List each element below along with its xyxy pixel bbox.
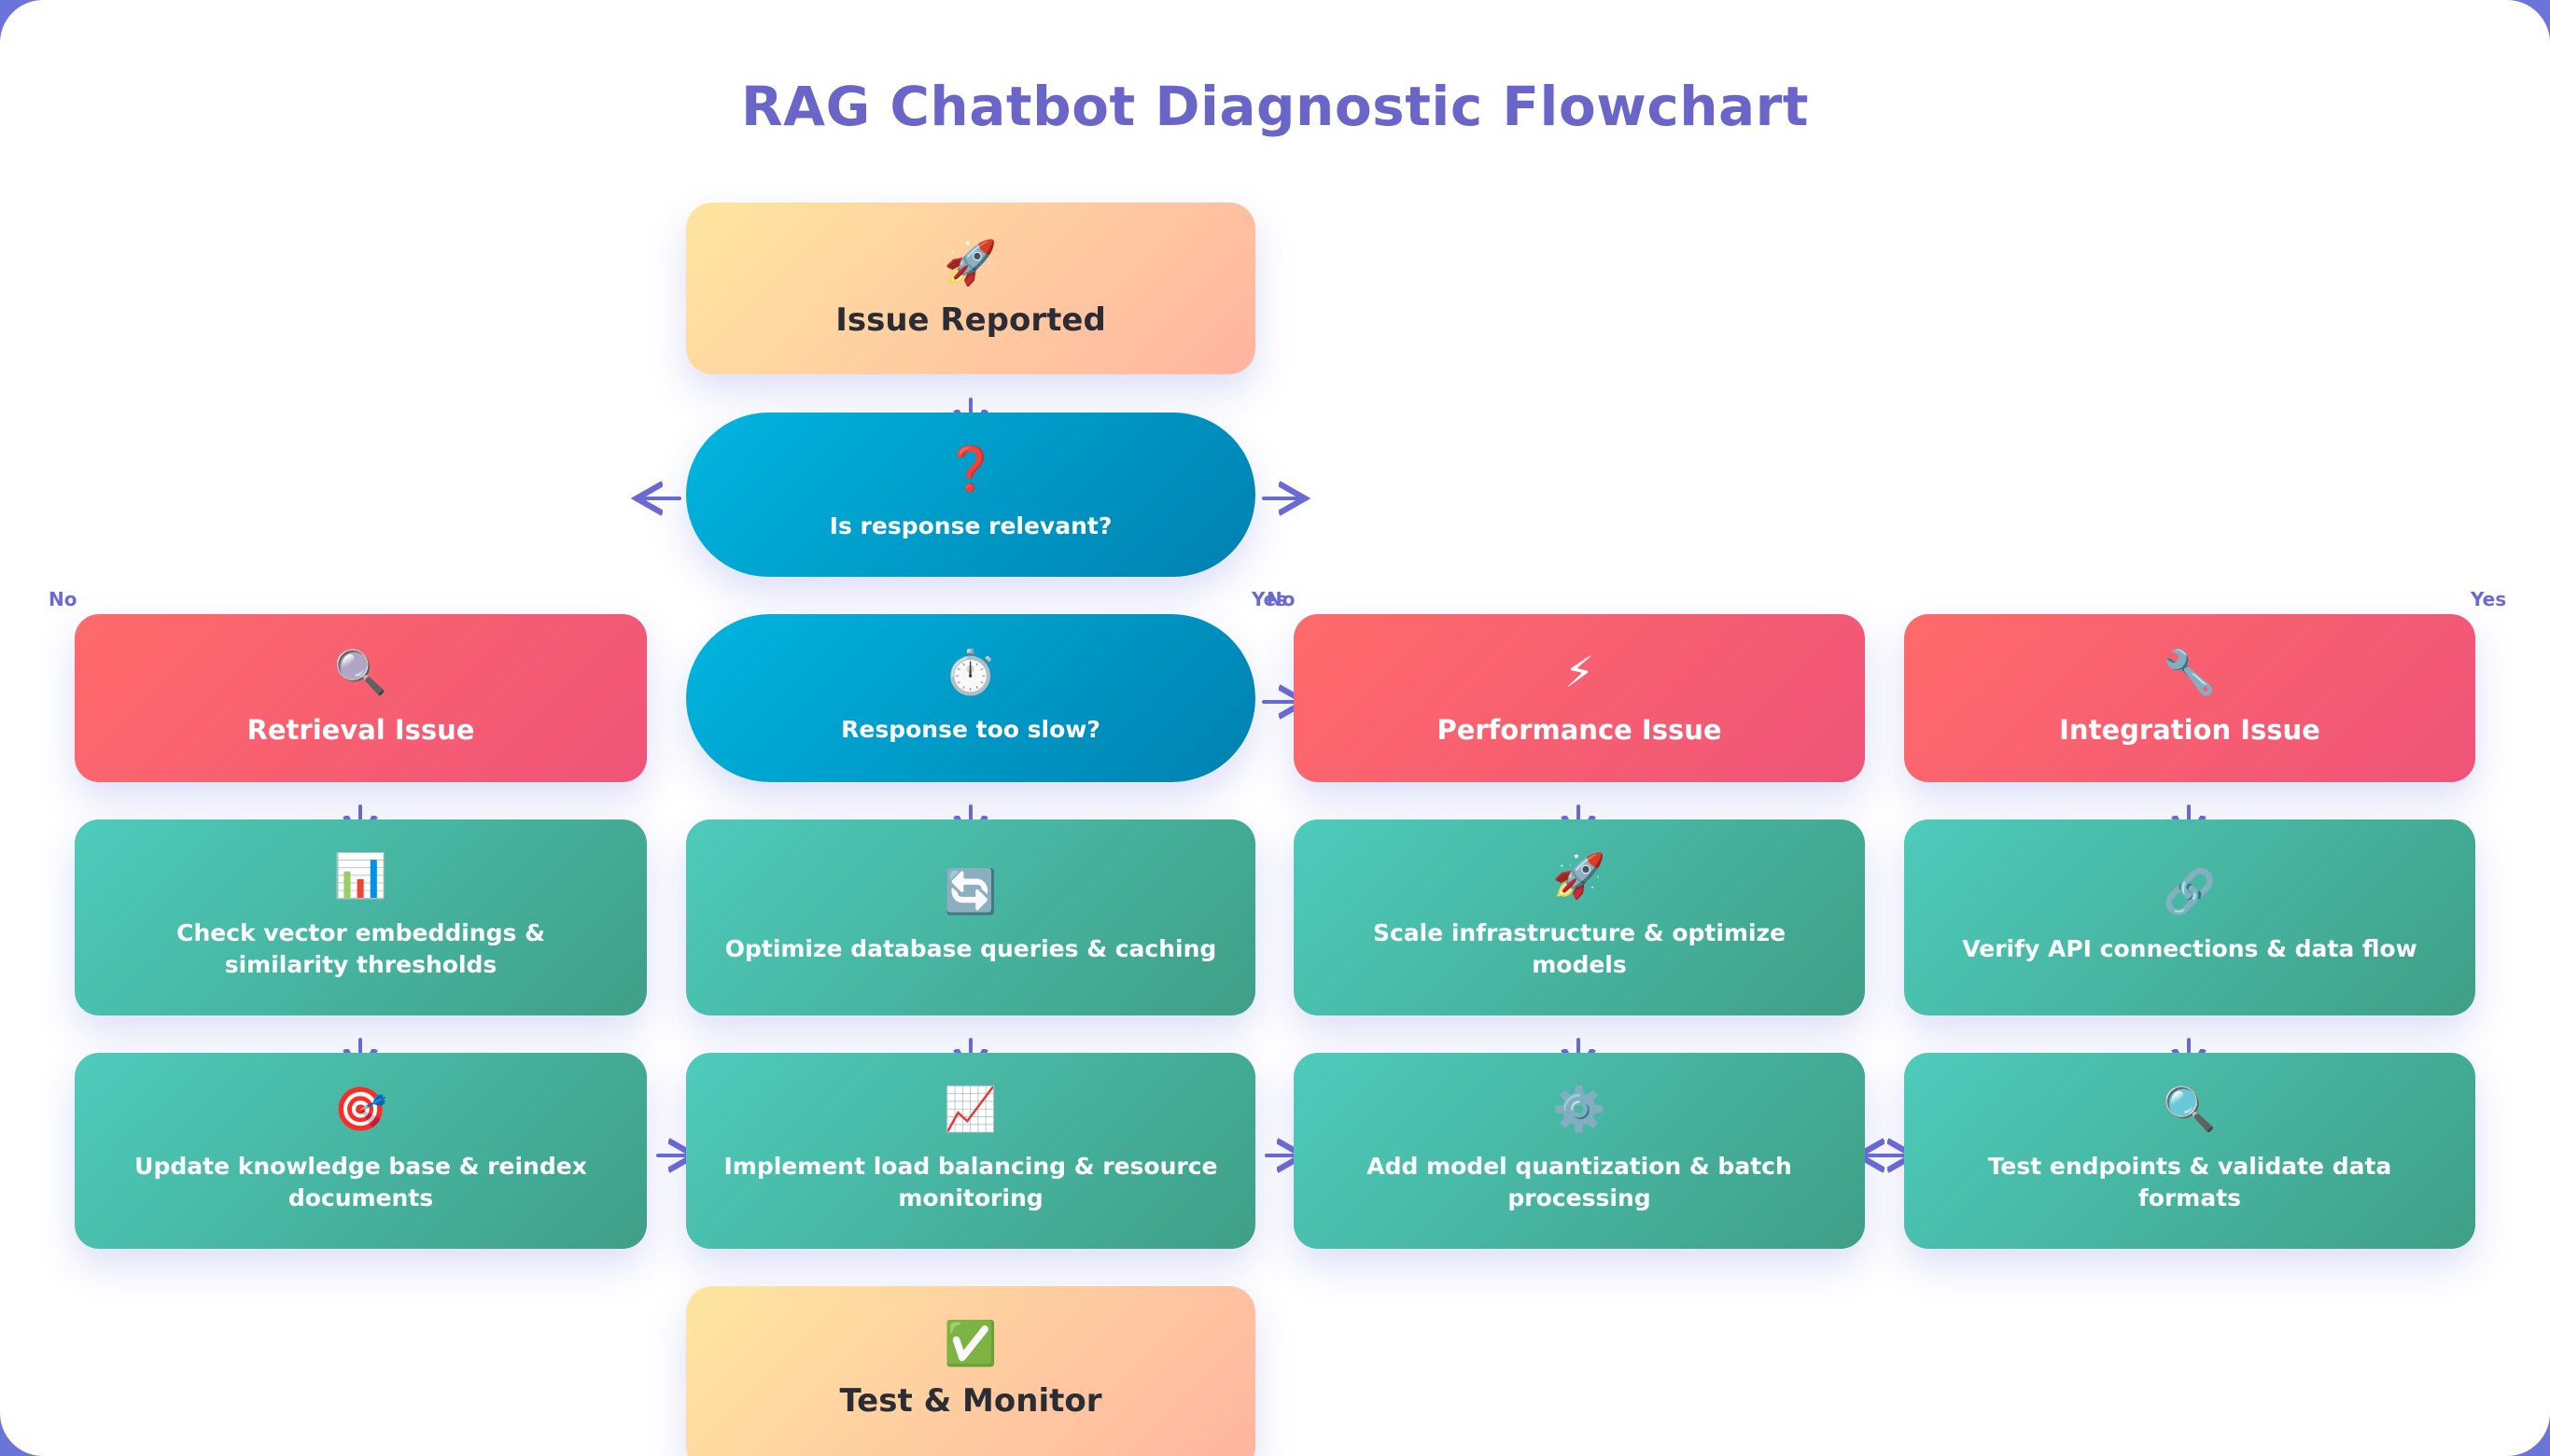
node-label: Check vector embeddings & similarity thr…	[176, 919, 545, 978]
bar-chart-icon: 📊	[333, 850, 388, 901]
branch-label-relevant-no: No	[49, 588, 77, 610]
issue-reported-node[interactable]: 🚀 Issue Reported	[686, 203, 1255, 374]
node-label: Performance Issue	[1436, 714, 1722, 746]
wrench-icon: 🔧	[2163, 647, 2217, 697]
target-icon: 🎯	[333, 1084, 388, 1134]
node-label: Scale infrastructure & optimize models	[1372, 919, 1786, 978]
node-label: Verify API connections & data flow	[1962, 935, 2417, 962]
node-label: Add model quantization & batch processin…	[1366, 1153, 1792, 1211]
test-monitor-node[interactable]: ✅ Test & Monitor	[686, 1286, 1255, 1456]
integration-issue-node[interactable]: 🔧 Integration Issue	[1904, 614, 2475, 782]
node-label: Issue Reported	[835, 301, 1106, 339]
check-icon: ✅	[944, 1318, 998, 1368]
node-label: Response too slow?	[841, 716, 1100, 743]
page-title: RAG Chatbot Diagnostic Flowchart	[741, 75, 1809, 138]
node-label: Optimize database queries & caching	[724, 935, 1217, 962]
node-label: Update knowledge base & reindex document…	[134, 1153, 587, 1211]
refresh-icon: 🔄	[944, 866, 998, 917]
question-mark-icon: ❓	[944, 443, 998, 494]
branch-label-slow-yes: Yes	[2471, 588, 2507, 610]
verify-api-node[interactable]: 🔗 Verify API connections & data flow	[1904, 819, 2475, 1015]
stopwatch-icon: ⏱️	[944, 647, 998, 697]
node-label: Retrieval Issue	[246, 714, 475, 746]
node-label: Test endpoints & validate data formats	[1987, 1153, 2392, 1211]
retrieval-issue-node[interactable]: 🔍 Retrieval Issue	[75, 614, 647, 782]
performance-issue-node[interactable]: ⚡ Performance Issue	[1294, 614, 1865, 782]
node-label: Is response relevant?	[829, 512, 1113, 539]
rocket-icon: 🚀	[1552, 850, 1606, 901]
node-label: Integration Issue	[2059, 714, 2320, 746]
decision-slow-node[interactable]: ⏱️ Response too slow?	[686, 614, 1255, 782]
gear-icon: ⚙️	[1552, 1084, 1606, 1134]
model-quantization-node[interactable]: ⚙️ Add model quantization & batch proces…	[1294, 1053, 1865, 1249]
optimize-queries-node[interactable]: 🔄 Optimize database queries & caching	[686, 819, 1255, 1015]
scale-infrastructure-node[interactable]: 🚀 Scale infrastructure & optimize models	[1294, 819, 1865, 1015]
test-endpoints-node[interactable]: 🔍 Test endpoints & validate data formats	[1904, 1053, 2475, 1249]
load-balancing-node[interactable]: 📈 Implement load balancing & resource mo…	[686, 1053, 1255, 1249]
decision-relevant-node[interactable]: ❓ Is response relevant?	[686, 413, 1255, 577]
rocket-icon: 🚀	[944, 237, 998, 287]
magnifier-icon: 🔍	[2163, 1084, 2217, 1134]
node-label: Test & Monitor	[839, 1382, 1102, 1420]
link-icon: 🔗	[2163, 866, 2217, 917]
lightning-icon: ⚡	[1563, 647, 1595, 697]
trend-chart-icon: 📈	[944, 1084, 998, 1134]
update-knowledge-base-node[interactable]: 🎯 Update knowledge base & reindex docume…	[75, 1053, 647, 1249]
branch-label-relevant-yes: Yes	[1252, 588, 1288, 610]
branch-label-slow-no: No	[1267, 588, 1296, 610]
magnifier-icon: 🔍	[333, 647, 388, 697]
node-label: Implement load balancing & resource moni…	[723, 1153, 1218, 1211]
check-embeddings-node[interactable]: 📊 Check vector embeddings & similarity t…	[75, 819, 647, 1015]
